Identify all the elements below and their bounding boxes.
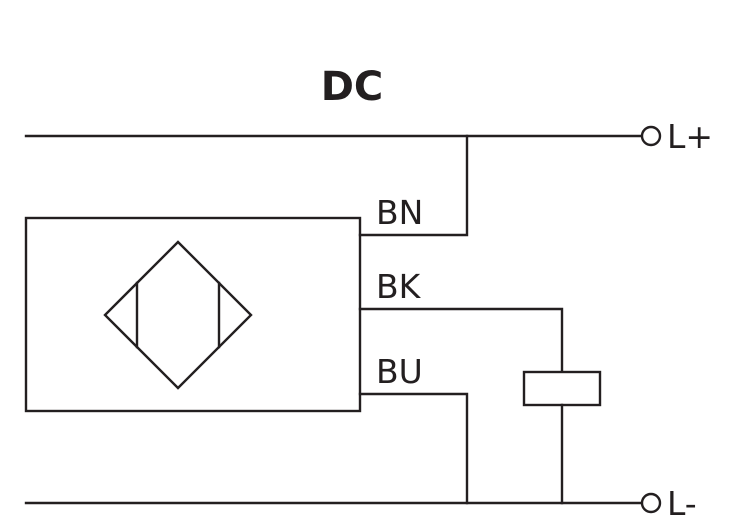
negative-terminal-icon	[640, 492, 662, 514]
brown-wire	[358, 134, 469, 237]
blue-wire-label: BU	[376, 352, 423, 391]
negative-terminal-label: L-	[667, 484, 697, 523]
load-resistor-icon	[522, 370, 602, 407]
diagram-title: DC	[321, 64, 384, 110]
black-wire-label: BK	[376, 267, 422, 306]
positive-terminal-label: L+	[667, 117, 713, 156]
inductive-sensor-diamond-icon	[103, 240, 253, 390]
brown-wire-label: BN	[376, 193, 423, 232]
positive-terminal-icon	[640, 125, 662, 147]
blue-wire	[358, 392, 469, 505]
black-wire	[358, 307, 564, 374]
sensor-body	[24, 216, 362, 413]
